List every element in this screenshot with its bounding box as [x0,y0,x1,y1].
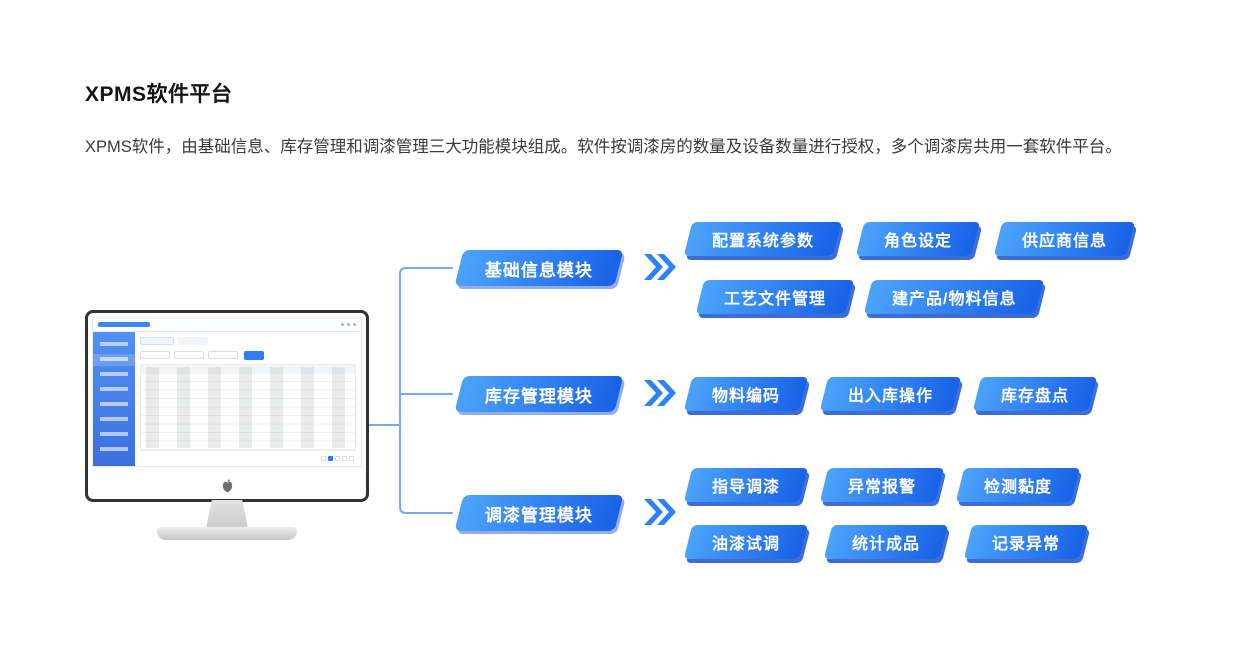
page-description: XPMS软件，由基础信息、库存管理和调漆管理三大功能模块组成。软件按调漆房的数量… [85,137,1122,156]
double-chevron-icon [644,499,676,525]
screen-data-table [140,364,356,451]
screen-tabs [140,335,356,346]
screen-logo-bar [98,322,150,327]
feature-label: 指导调漆 [712,479,781,496]
feature-label: 建产品/物料信息 [892,291,1017,308]
feature-label: 供应商信息 [1022,233,1108,250]
feature-button: 物料编码 [683,377,809,411]
screen-tab [178,336,208,345]
screen-main [135,332,361,466]
screen-titlebar [93,318,361,332]
feature-label: 检测黏度 [984,479,1053,496]
screen-filter-input [208,351,238,359]
feature-label: 统计成品 [852,536,921,553]
feature-button: 建产品/物料信息 [863,280,1045,314]
apple-logo-icon [222,478,232,492]
screen-body [93,332,361,466]
monitor-chin [88,473,366,499]
feature-button: 检测黏度 [955,468,1081,502]
feature-row: 指导调漆 异常报警 检测黏度 [683,468,1081,502]
double-chevron-icon [644,254,676,280]
page-title: XPMS软件平台 [85,83,233,107]
module-button-inventory: 库存管理模块 [454,376,624,412]
feature-button: 工艺文件管理 [695,280,855,314]
feature-label: 油漆试调 [712,536,781,553]
feature-button: 库存盘点 [972,377,1098,411]
screen-tab-active [140,336,174,345]
screen-filter-input [140,351,170,359]
feature-button: 异常报警 [819,468,945,502]
feature-row: 物料编码 出入库操作 库存盘点 [683,377,1098,411]
feature-label: 异常报警 [848,479,917,496]
module-label: 调漆管理模块 [485,505,593,525]
module-button-paint-mixing: 调漆管理模块 [454,495,624,531]
feature-button: 出入库操作 [819,377,962,411]
feature-button: 配置系统参数 [683,222,843,256]
screen-search-button [244,350,264,360]
feature-label: 配置系统参数 [712,233,815,250]
feature-button: 供应商信息 [993,222,1136,256]
module-button-basic-info: 基础信息模块 [454,250,624,286]
module-label: 基础信息模块 [485,260,593,280]
screen-pagination [140,454,356,463]
feature-button: 指导调漆 [683,468,809,502]
monitor-stand-base [157,527,297,540]
monitor-stand-neck [206,500,248,528]
feature-button: 油漆试调 [683,525,809,559]
feature-label: 出入库操作 [848,388,934,405]
feature-label: 物料编码 [712,388,781,405]
double-chevron-icon [644,380,676,406]
feature-label: 库存盘点 [1001,388,1070,405]
feature-label: 记录异常 [992,536,1061,553]
feature-label: 工艺文件管理 [724,291,827,308]
monitor-illustration [85,310,369,502]
screen-filter-input [174,351,204,359]
screen-filter-row [140,349,356,361]
feature-row: 工艺文件管理 建产品/物料信息 [695,280,1045,314]
feature-button: 统计成品 [823,525,949,559]
screen-sidebar [93,332,135,466]
feature-row: 配置系统参数 角色设定 供应商信息 [683,222,1136,256]
feature-button: 记录异常 [963,525,1089,559]
window-controls-icon [341,323,356,326]
feature-row: 油漆试调 统计成品 记录异常 [683,525,1089,559]
feature-button: 角色设定 [855,222,981,256]
monitor-screen [92,317,362,467]
feature-label: 角色设定 [884,233,953,250]
module-label: 库存管理模块 [485,386,593,406]
